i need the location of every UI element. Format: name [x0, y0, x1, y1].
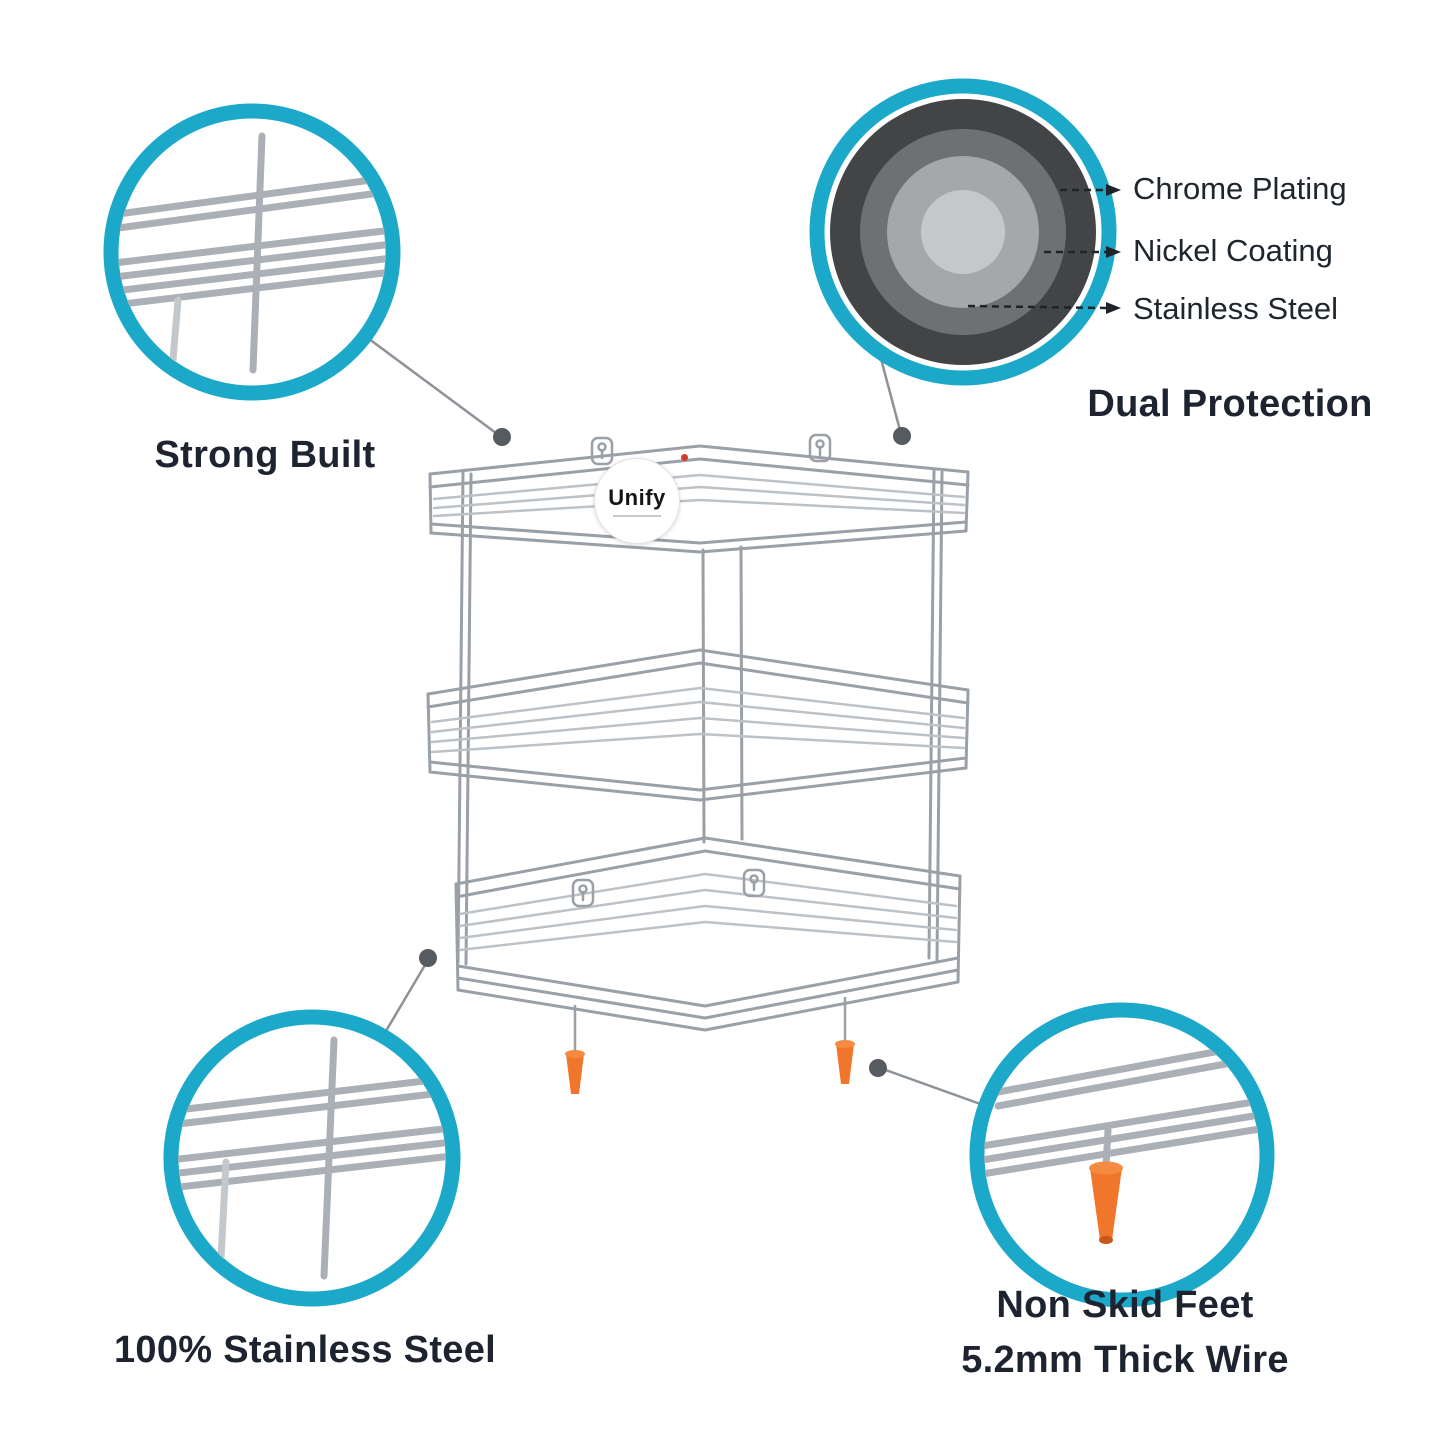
- zoom-circle-non-skid: [969, 1002, 1275, 1308]
- non-skid-feet: [565, 996, 855, 1094]
- brand-logo-text: Unify: [608, 485, 666, 510]
- zoom-circle-strong-built: [103, 103, 401, 401]
- non-skid-line2: 5.2mm Thick Wire: [961, 1339, 1289, 1381]
- rack-tier-middle: [426, 648, 970, 802]
- callout-connectors: [364, 334, 987, 1108]
- wall-hanger-keyholes-top: [590, 433, 832, 466]
- logo-tagline-rule: [613, 515, 661, 517]
- dual-protection-label: Dual Protection: [1087, 383, 1373, 425]
- layer-core: [921, 190, 1005, 274]
- non-skid-foot-zoom-icon: [1089, 1161, 1123, 1244]
- rack-illustration: [426, 433, 970, 1094]
- connector-dots: [419, 427, 911, 1077]
- non-skid-feet-label: Non Skid Feet 5.2mm Thick Wire: [915, 1278, 1335, 1388]
- logo-leaf-icon: [681, 454, 688, 461]
- cross-section-circle: [809, 78, 1117, 386]
- zoom-circle-stainless: [163, 1009, 461, 1307]
- stainless-steel-100-label: 100% Stainless Steel: [114, 1329, 496, 1371]
- nickel-coating-label: Nickel Coating: [1133, 233, 1333, 268]
- chrome-plating-label: Chrome Plating: [1133, 171, 1347, 206]
- rack-tier-top: [428, 433, 970, 554]
- rack-tier-bottom: [454, 836, 962, 1032]
- strong-built-label: Strong Built: [154, 434, 376, 476]
- wall-hanger-keyholes-bottom: [571, 868, 766, 908]
- stainless-steel-label: Stainless Steel: [1133, 291, 1339, 326]
- leader-arrowheads: [1106, 184, 1121, 314]
- layer-leader-lines: [967, 188, 1107, 310]
- unify-logo-badge: Unify: [594, 454, 688, 544]
- non-skid-line1: Non Skid Feet: [996, 1284, 1254, 1326]
